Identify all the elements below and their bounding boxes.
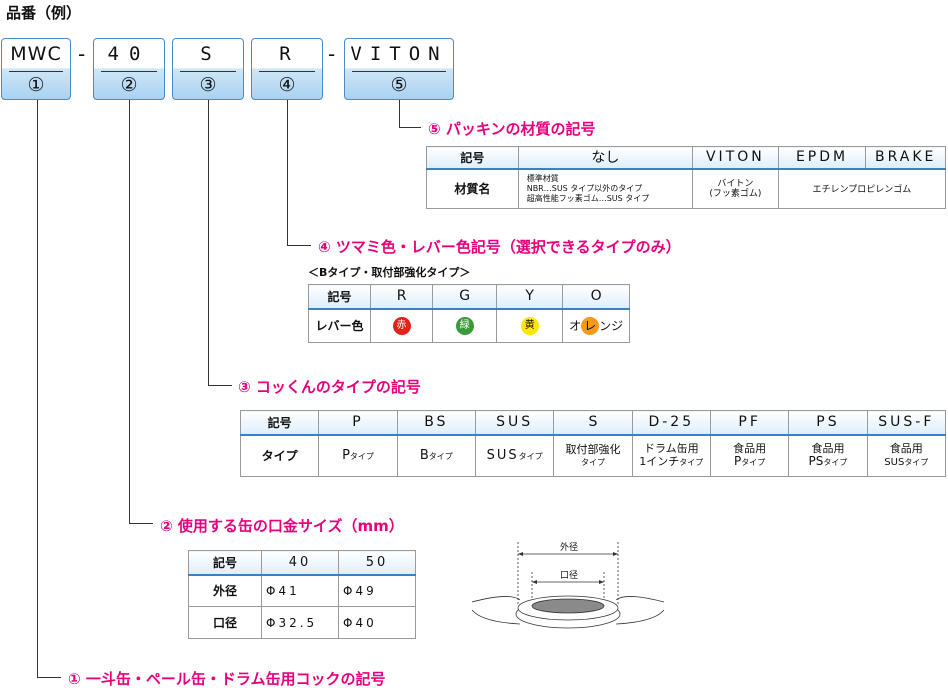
section-5-title: ⑤ パッキンの材質の記号 — [428, 120, 596, 138]
table-header: VITON — [692, 146, 779, 170]
row-label: レバー色 — [308, 308, 371, 343]
connector-4h — [287, 245, 311, 246]
nashi-line: 標準材質 — [526, 173, 559, 183]
type-cell: Pタイプ — [318, 434, 398, 477]
table-header: S — [553, 410, 633, 436]
part-code: VITON — [350, 43, 448, 65]
table-header: 40 — [261, 550, 339, 576]
type-cell: SUSタイプ — [474, 434, 555, 477]
table-header: D-25 — [631, 410, 711, 436]
orange-suffix: ンジ — [599, 318, 624, 333]
table-header: R — [369, 284, 434, 310]
type-cell: Bタイプ — [396, 434, 476, 477]
dash: - — [328, 42, 336, 66]
color-swatch-yellow: 黄 — [520, 316, 539, 335]
part-code: 40 — [107, 43, 151, 65]
part-code: S — [200, 43, 216, 65]
part-box-1: MWC ① — [1, 38, 71, 100]
section-4-subtitle: ＜Bタイプ・取付部強化タイプ＞ — [308, 266, 471, 279]
table-header: SUS — [474, 410, 555, 436]
color-cell-r: 赤 — [369, 308, 434, 343]
orange-prefix: オ — [569, 318, 582, 333]
connector-5h — [399, 127, 421, 128]
table-header: 記号 — [308, 284, 371, 310]
table-header: 50 — [338, 550, 416, 576]
table-header: 記号 — [188, 550, 262, 576]
cock-type-table: 記号 P BS SUS S D-25 PF PS SUS-F タイプ Pタイプ … — [239, 410, 947, 477]
dash: - — [78, 42, 86, 66]
table-header: なし — [517, 146, 694, 170]
table-header: SUS-F — [866, 410, 947, 436]
type-cell: 取付部強化タイプ — [553, 434, 633, 477]
material-table: 記号 なし VITON EPDM BRAKE 材質名 標準材質 NBR…SUS … — [426, 146, 947, 209]
outer-diameter-label: 外径 — [560, 543, 579, 553]
color-swatch-orange: レ — [581, 317, 600, 335]
table-header: Y — [496, 284, 564, 310]
color-swatch-red: 赤 — [392, 316, 411, 335]
viton-line: バイトン — [717, 178, 754, 189]
nashi-line: NBR…SUS タイプ以外のタイプ — [526, 183, 643, 193]
lever-color-table: 記号 R G Y O レバー色 赤 緑 黄 オレンジ — [308, 284, 630, 343]
part-box-4: R ④ — [251, 38, 323, 100]
color-cell-g: 緑 — [432, 308, 498, 343]
part-num: ⑤ — [390, 74, 408, 96]
table-header: 記号 — [239, 410, 320, 436]
row-label: タイプ — [239, 434, 320, 477]
section-3-title: ③ コッくんのタイプの記号 — [238, 378, 421, 396]
table-header: O — [562, 284, 630, 310]
part-box-3: S ③ — [172, 38, 244, 100]
color-cell-y: 黄 — [496, 308, 564, 343]
connector-5 — [399, 100, 400, 128]
inner-diameter-label: 口径 — [560, 571, 579, 581]
table-header: 記号 — [426, 146, 519, 170]
table-header: EPDM — [777, 146, 867, 170]
table-header: G — [432, 284, 498, 310]
part-num: ④ — [278, 74, 296, 96]
page-title: 品番（例） — [6, 4, 82, 22]
nashi-line: 超高性能フッ素ゴム…SUS タイプ — [526, 193, 650, 203]
part-num: ② — [120, 74, 138, 96]
row-label: 材質名 — [426, 168, 519, 209]
viton-line: (フッ素ゴム) — [709, 188, 762, 199]
row-label: 口径 — [188, 606, 262, 639]
connector-4 — [287, 100, 288, 246]
cap-size-table: 記号 40 50 外径 Φ41 Φ49 口径 Φ32.5 Φ40 — [188, 550, 416, 639]
color-swatch-green: 緑 — [455, 316, 474, 335]
section-4-title: ④ ツマミ色・レバー色記号（選択できるタイプのみ） — [318, 238, 681, 256]
connector-3 — [208, 100, 209, 386]
epdm-brake-cell: エチレンプロピレンゴム — [777, 168, 947, 209]
size-cell: Φ40 — [338, 606, 416, 639]
color-cell-o: オレンジ — [562, 308, 630, 343]
nashi-cell: 標準材質 NBR…SUS タイプ以外のタイプ 超高性能フッ素ゴム…SUS タイプ — [517, 168, 694, 209]
part-box-5: VITON ⑤ — [344, 38, 454, 100]
size-cell: Φ41 — [261, 574, 339, 607]
table-header: BRAKE — [865, 146, 946, 170]
section-1-title: ① 一斗缶・ペール缶・ドラム缶用コックの記号 — [68, 670, 386, 688]
connector-2h — [129, 523, 153, 524]
cap-diagram — [471, 542, 665, 629]
viton-cell: バイトン (フッ素ゴム) — [692, 168, 779, 209]
table-header: PF — [709, 410, 790, 436]
connector-2 — [129, 100, 130, 524]
size-cell: Φ49 — [338, 574, 416, 607]
connector-3h — [208, 385, 232, 386]
table-header: PS — [788, 410, 868, 436]
size-cell: Φ32.5 — [261, 606, 339, 639]
table-header: P — [318, 410, 398, 436]
part-num: ③ — [199, 74, 217, 96]
section-2-title: ② 使用する缶の口金サイズ（mm） — [160, 517, 404, 535]
part-code: R — [279, 43, 295, 65]
connector-1 — [37, 100, 38, 678]
part-box-2: 40 ② — [93, 38, 165, 100]
row-label: 外径 — [188, 574, 262, 607]
table-header: BS — [396, 410, 476, 436]
part-num: ① — [27, 74, 45, 96]
connector-1h — [37, 677, 61, 678]
part-code: MWC — [10, 43, 62, 65]
